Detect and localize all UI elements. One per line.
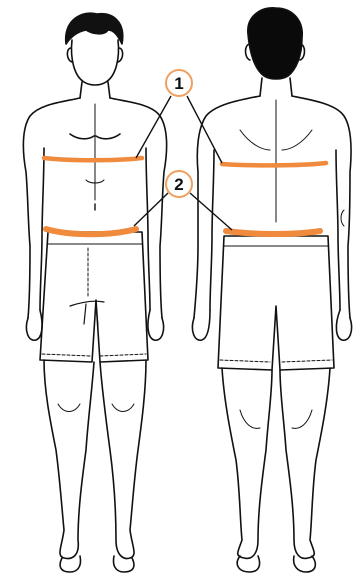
leader-lines [134,96,232,230]
front-waist-band [46,229,136,234]
callout-marker-2: 2 [166,171,192,197]
back-waist-band [226,231,320,234]
front-shorts [40,232,148,362]
back-figure [192,8,351,572]
leader-line-1-back [187,96,222,163]
front-hair [66,13,123,44]
front-head [72,40,119,85]
back-shorts [218,236,334,370]
leader-line-2-front [134,193,168,226]
leader-line-2-back [190,193,232,230]
front-figure [23,13,166,572]
front-chest-band [44,158,142,160]
callout-number-1: 1 [174,74,183,93]
callout-number-2: 2 [174,175,183,194]
callout-marker-1: 1 [166,70,192,96]
back-chest-band [222,163,326,165]
back-hair [248,8,302,79]
